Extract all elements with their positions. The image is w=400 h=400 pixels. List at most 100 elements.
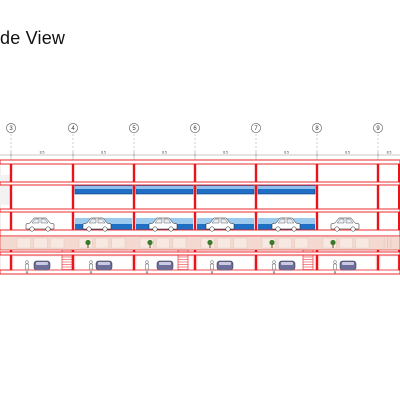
person-head — [25, 260, 29, 264]
car-window — [277, 218, 295, 224]
parked-car-windshield — [98, 262, 110, 265]
tree-crown — [330, 239, 336, 246]
parked-car-windshield — [281, 262, 293, 265]
tree-icon — [207, 239, 213, 248]
end-bay-shade — [0, 175, 11, 205]
car-body — [82, 217, 112, 230]
mezzanine-panel — [139, 237, 154, 249]
tree-trunk — [209, 244, 211, 248]
person-body — [145, 263, 149, 274]
mezzanine-panel — [33, 237, 48, 249]
grid-bubble-label: 4 — [71, 126, 75, 132]
parked-car-icon — [339, 260, 357, 271]
car-wheel — [334, 226, 340, 232]
mezzanine-panel — [233, 237, 248, 249]
ground-bay-frame — [196, 255, 255, 271]
mezzanine-panel — [261, 237, 276, 249]
grid-bubble — [6, 123, 16, 133]
dimension-label: 8.5 — [345, 151, 350, 155]
parked-car-windshield — [219, 262, 231, 265]
ground-bay-frame — [74, 255, 133, 271]
car-window — [211, 218, 229, 224]
car-window — [154, 218, 172, 224]
floor-slab — [0, 269, 400, 275]
structural-column — [9, 160, 13, 274]
mezzanine-panel — [278, 237, 292, 249]
grid-bubble — [68, 123, 78, 133]
vehicle-row — [25, 217, 360, 232]
mezzanine-panel — [217, 237, 231, 249]
dimension-label: 8.5 — [162, 151, 167, 155]
floor-slab — [0, 229, 400, 237]
mezzanine-panel — [50, 237, 65, 249]
tree-icon — [330, 239, 336, 248]
car-wheel — [225, 226, 231, 232]
ground-bay-frame — [12, 255, 72, 271]
ground-bay-frame — [318, 255, 377, 271]
floor-slabs — [0, 159, 400, 275]
dimension-label: 8.5 — [223, 151, 228, 155]
dimension-label: 8.5 — [284, 151, 289, 155]
car-wheel — [152, 226, 158, 232]
grid-bubble — [251, 123, 261, 133]
glazing-highlight — [197, 186, 254, 189]
dimension-label: 8.5 — [40, 151, 45, 155]
grid-bubble-label: 5 — [132, 126, 136, 132]
floor-slab — [0, 181, 400, 186]
floor-slab — [0, 159, 400, 165]
person-body — [210, 263, 214, 274]
mezzanine-panel — [172, 237, 187, 249]
car-wheel — [45, 226, 51, 232]
tree-crown — [207, 239, 213, 246]
structural-column — [132, 160, 136, 274]
ground-bay-frame — [135, 255, 194, 271]
tree-crown — [269, 239, 275, 246]
mezzanine-panel — [16, 237, 31, 249]
structural-column — [254, 160, 258, 274]
structural-frame — [9, 160, 400, 274]
tree-icon — [147, 239, 153, 248]
car-window — [88, 218, 106, 224]
grid-bubble-label: 6 — [193, 126, 197, 132]
tree-trunk — [149, 244, 151, 248]
car-outline-icon — [148, 217, 178, 232]
drawing-title: de View — [0, 28, 66, 48]
person-figure-icon — [333, 260, 337, 274]
person-figure-icon — [25, 260, 29, 274]
car-body — [148, 217, 178, 230]
person-figure-icon — [89, 260, 93, 274]
structural-column — [315, 160, 319, 274]
car-outline-icon — [25, 217, 55, 232]
car-body — [205, 217, 235, 230]
car-wheel — [86, 226, 92, 232]
car-body — [25, 217, 55, 230]
car-wheel — [209, 226, 215, 232]
grid-bubble-label: 9 — [376, 126, 380, 132]
person-figure-icon — [210, 260, 214, 274]
grid-bubble-label: 3 — [9, 126, 13, 132]
car-outline-icon — [205, 217, 235, 232]
car-window — [31, 218, 49, 224]
person-body — [272, 263, 276, 274]
floor-slab — [0, 208, 400, 213]
glazing-highlight — [258, 186, 315, 189]
car-wheel — [29, 226, 35, 232]
parked-car-icon — [95, 260, 113, 271]
car-body — [330, 217, 360, 230]
glazing-highlight — [136, 186, 193, 189]
grid-bubble-label: 8 — [315, 126, 319, 132]
ground-bay-frame — [257, 255, 316, 271]
car-wheel — [102, 226, 108, 232]
car-outline-icon — [330, 217, 360, 232]
ground-floor-row — [12, 255, 399, 274]
tree-icon — [269, 239, 275, 248]
parked-car-icon — [33, 260, 51, 271]
parked-car-icon — [278, 260, 296, 271]
person-head — [272, 260, 276, 264]
grid-bubble — [190, 123, 200, 133]
car-body — [271, 217, 301, 230]
grid-bubbles: 3 4 5 6 7 8 9 — [6, 123, 383, 133]
mezzanine-panel — [294, 237, 309, 249]
grid-bubble-label: 7 — [254, 126, 258, 132]
person-head — [145, 260, 149, 264]
